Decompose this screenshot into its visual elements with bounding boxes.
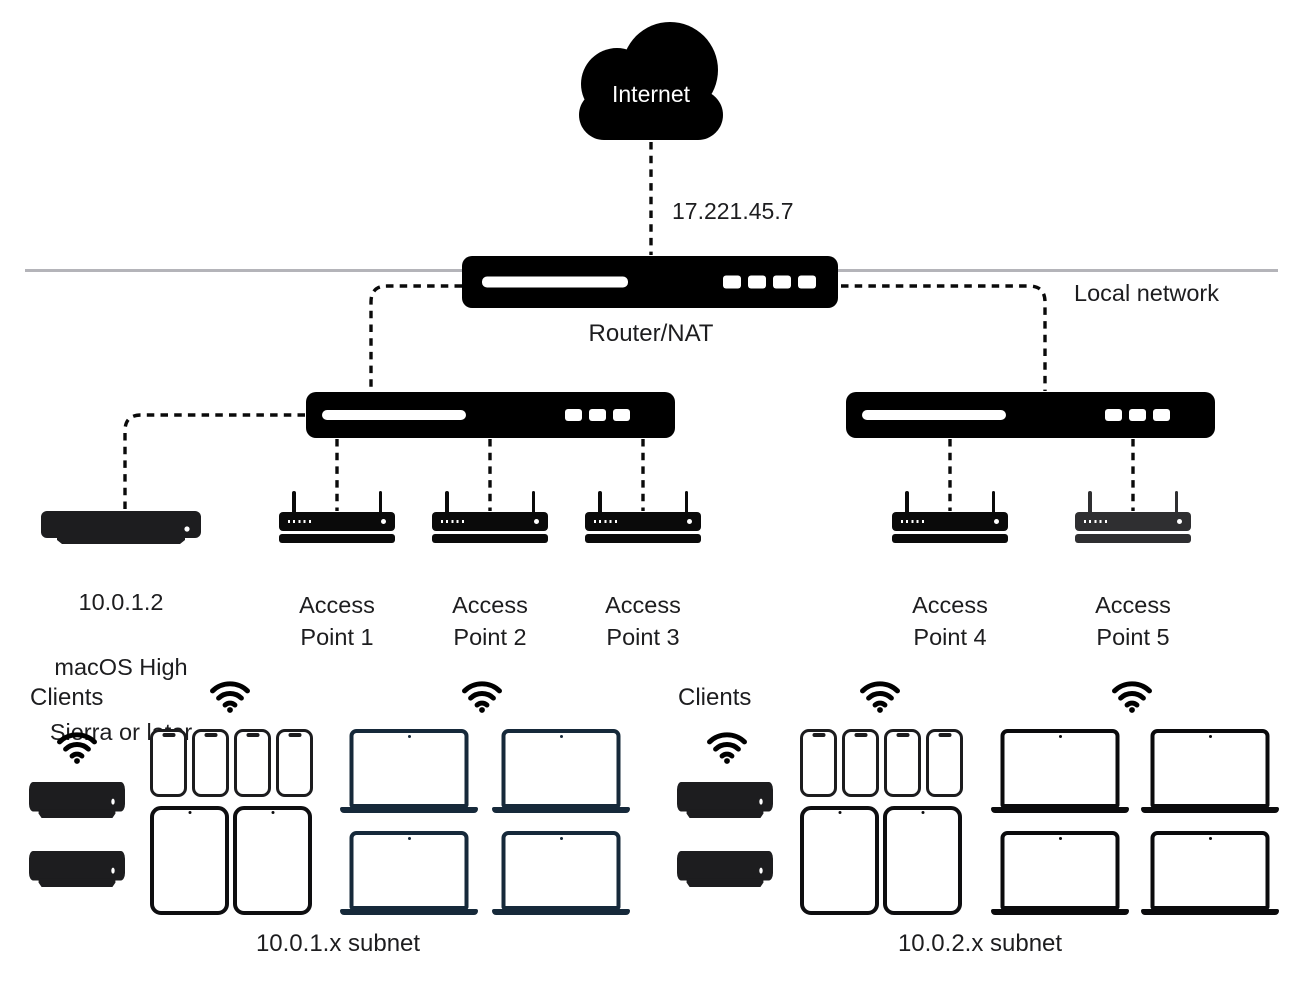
internet-cloud-icon: Internet: [553, 10, 749, 142]
laptop-icon: [492, 831, 630, 915]
iphone-icon: [842, 729, 879, 797]
access-point-icon: [432, 491, 548, 543]
wan-ip-label: 17.221.45.7: [672, 198, 794, 224]
subnet-label-right: 10.0.2.x subnet: [897, 930, 1063, 957]
iphone-icon: [926, 729, 963, 797]
laptop-icon: [991, 831, 1129, 915]
router-icon: [462, 256, 838, 308]
wifi-icon: [704, 729, 750, 764]
laptop-icon: [991, 729, 1129, 813]
clients-label-right: Clients: [678, 684, 752, 711]
ipad-icon: [883, 806, 962, 915]
access-point-icon: [892, 491, 1008, 543]
router-label: Router/NAT: [588, 320, 714, 347]
laptop-icon: [1141, 831, 1279, 915]
wifi-icon: [459, 678, 505, 713]
laptop-icon: [492, 729, 630, 813]
switch-icon: [306, 392, 675, 438]
wifi-icon: [207, 678, 253, 713]
mac-mini-icon: [29, 782, 125, 818]
laptop-icon: [340, 831, 478, 915]
ipad-icon: [800, 806, 879, 915]
iphone-icon: [276, 729, 313, 797]
wifi-icon: [54, 729, 100, 764]
dashed-connector-router-switch2: [841, 284, 1047, 391]
mac-mini-icon: [677, 851, 773, 887]
iphone-icon: [150, 729, 187, 797]
laptop-icon: [340, 729, 478, 813]
mac-mini-icon: [677, 782, 773, 818]
internet-label: Internet: [612, 81, 690, 107]
local-network-label: Local network: [1074, 280, 1219, 306]
iphone-icon: [192, 729, 229, 797]
laptop-icon: [1141, 729, 1279, 813]
access-point-icon: [279, 491, 395, 543]
ipad-icon: [150, 806, 229, 915]
clients-label-left: Clients: [30, 684, 104, 711]
wifi-icon: [857, 678, 903, 713]
access-point-icon: [1075, 491, 1191, 543]
mac-mini-icon: [41, 511, 201, 544]
router-ports: [723, 275, 816, 289]
iphone-icon: [800, 729, 837, 797]
iphone-icon: [234, 729, 271, 797]
ipad-icon: [233, 806, 312, 915]
switch-icon: [846, 392, 1215, 438]
dashed-connector-switch1-server: [123, 413, 305, 510]
mac-mini-icon: [29, 851, 125, 887]
dashed-connector-router-switch1: [369, 284, 462, 391]
iphone-icon: [884, 729, 921, 797]
access-point-icon: [585, 491, 701, 543]
wifi-icon: [1109, 678, 1155, 713]
subnet-label-left: 10.0.1.x subnet: [255, 930, 421, 957]
router-slot: [482, 276, 628, 288]
